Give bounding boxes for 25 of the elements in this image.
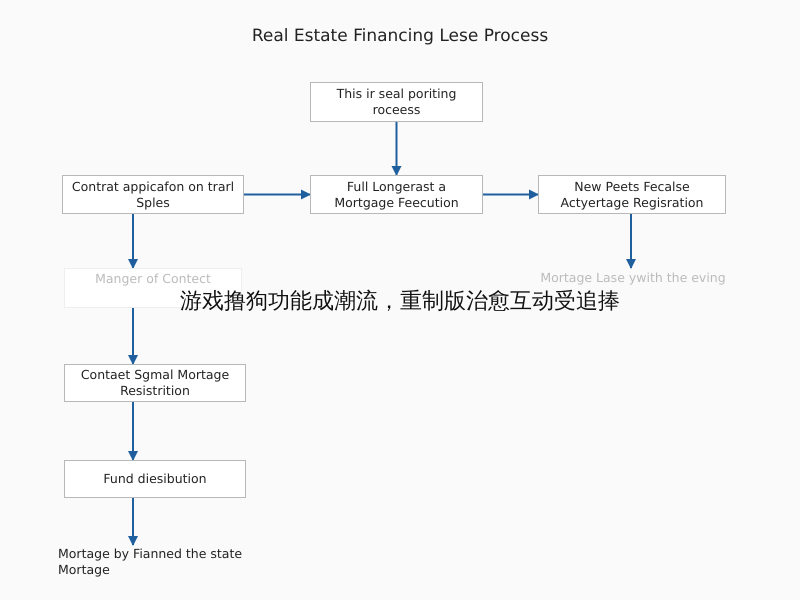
process-box [310,82,483,122]
arrow [128,308,138,365]
box-label: New Peets Fecalse Actyertage Regisration [560,178,704,210]
arrow [392,122,402,176]
arrow [626,214,636,269]
overlay-headline: 游戏撸狗功能成潮流，重制版治愈互动受追捧 [179,288,621,316]
end-text: Mortage by Fianned the state Mortage [58,546,244,578]
box-label: Manger of Contect [95,271,211,287]
arrow [128,214,138,269]
process-box [538,175,726,214]
box-label: Contaet Sgmal Mortage Resistrition [80,367,230,399]
diagram-title: Real Estate Financing Lese Process [250,26,550,46]
arrow [483,190,539,200]
process-box [310,175,483,214]
box-label: Fund diesibution [103,471,207,487]
box-label: This ir seal poriting roceess [336,86,458,118]
arrow [244,190,311,200]
box-label: Mortage Lase ywith the eving [540,270,726,286]
process-box [64,460,246,498]
box-label: Full Longerast a Mortgage Feecution [333,178,460,210]
process-box [62,175,244,214]
arrow [128,498,138,546]
process-box [64,364,246,402]
box-label: Contrat appicafon on trarl Sples [70,178,236,210]
arrow [128,402,138,461]
